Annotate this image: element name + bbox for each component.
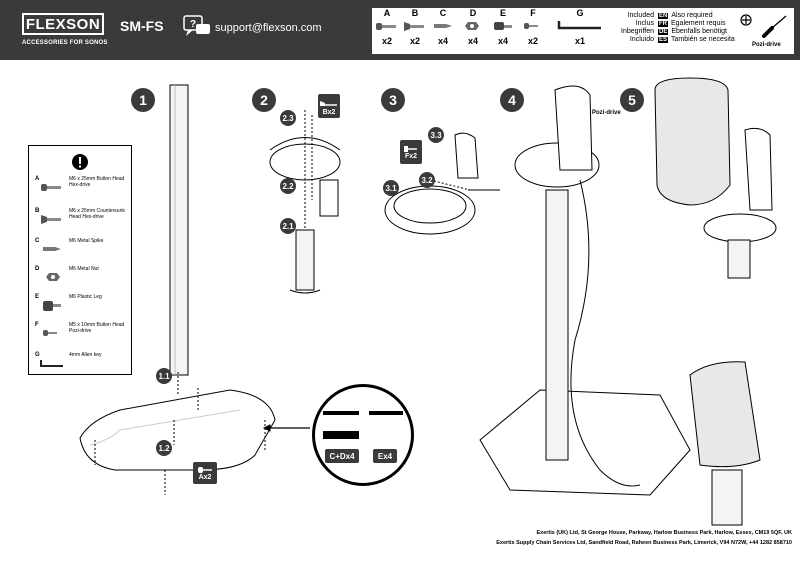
part-a: A x2: [374, 8, 400, 46]
nut-mount-plate: [323, 431, 359, 439]
small-screw-icon: [43, 330, 57, 336]
part-e: E x4: [490, 8, 516, 46]
brand-logo: FLEXSON: [22, 13, 104, 35]
parts-strip: A x2 B x2 C x4 D x4 E x4 F x2: [372, 8, 612, 54]
step-2-illustration: [269, 110, 341, 294]
step-3-illustration: [384, 132, 500, 235]
part-b: B x2: [402, 8, 428, 46]
button-head-bolt-icon: [41, 184, 61, 191]
substep-1-1: 1.1: [156, 368, 172, 384]
substep-1-2: 1.2: [156, 440, 172, 456]
substep-2-1: 2.1: [280, 218, 296, 234]
part-c: C x4: [430, 8, 456, 46]
step-5-number: 5: [620, 88, 644, 112]
cdx4-badge: C+Dx4: [325, 449, 359, 463]
spike-icon: [43, 247, 61, 251]
step-4-illustration: [479, 85, 691, 496]
ex4-badge: Ex4: [373, 449, 397, 463]
countersunk-bolt-icon: [41, 215, 61, 224]
substep-2-2: 2.2: [280, 178, 296, 194]
substep-3-3: 3.3: [428, 127, 444, 143]
step-3-number: 3: [381, 88, 405, 112]
detail-zoom-circle: C+Dx4 Ex4: [312, 384, 414, 486]
chat-support-icon: ?: [183, 15, 210, 36]
substep-3-2: 3.2: [419, 172, 435, 188]
step-4-number: 4: [500, 88, 524, 112]
step-1-illustration: [79, 84, 310, 495]
pozi-drive-note: Pozi-drive: [592, 110, 621, 116]
small-screw-icon: [524, 23, 538, 29]
plastic-leg-icon: [494, 22, 512, 30]
brand-subtitle: ACCESSORIES FOR SONOS: [22, 40, 108, 46]
model-name: SM-FS: [120, 18, 164, 34]
substep-3-1: 3.1: [383, 180, 399, 196]
bx2-badge: Bx2: [318, 106, 340, 118]
small-screw-icon: [404, 145, 417, 152]
spike-icon: [434, 24, 452, 28]
button-head-bolt-icon: [376, 23, 396, 30]
part-d: D x4: [460, 8, 486, 46]
allen-key-icon: [557, 21, 601, 30]
plastic-leg-icon: [43, 301, 61, 311]
pozi-drive-label: Pozi-drive: [752, 42, 781, 48]
part-f: F x2: [520, 8, 546, 46]
button-head-bolt-icon: [198, 466, 212, 473]
company-footer: Exertis (UK) Ltd, St George House, Parkw…: [496, 530, 792, 546]
support-email[interactable]: support@flexson.com: [215, 22, 322, 34]
step-5-illustration: [654, 77, 777, 526]
step-2-number: 2: [252, 88, 276, 112]
part-g: G x1: [550, 8, 610, 46]
spike-mount-bar: [323, 411, 359, 415]
leg-mount-bar: [369, 411, 403, 415]
countersunk-bolt-icon: [404, 22, 424, 31]
screwdriver-icon: [762, 15, 787, 38]
included-labels: Included Inclus Inbegriffen Incluido: [621, 12, 654, 43]
parts-legend: A M6 x 25mm Button Head Hex-drive B M6 x…: [28, 145, 132, 375]
nut-icon: [465, 22, 479, 30]
warning-icon: [72, 154, 88, 170]
substep-2-3: 2.3: [280, 110, 296, 126]
pozi-crosshead-icon: [740, 14, 752, 26]
header-bar: FLEXSON ACCESSORIES FOR SONOS SM-FS ? su…: [0, 0, 800, 60]
svg-text:?: ?: [190, 19, 196, 30]
nut-icon: [46, 273, 60, 281]
ax2-badge: Ax2: [193, 462, 217, 484]
allen-key-icon: [40, 360, 63, 367]
step-1-number: 1: [131, 88, 155, 112]
fx2-badge: Fx2: [400, 140, 422, 164]
